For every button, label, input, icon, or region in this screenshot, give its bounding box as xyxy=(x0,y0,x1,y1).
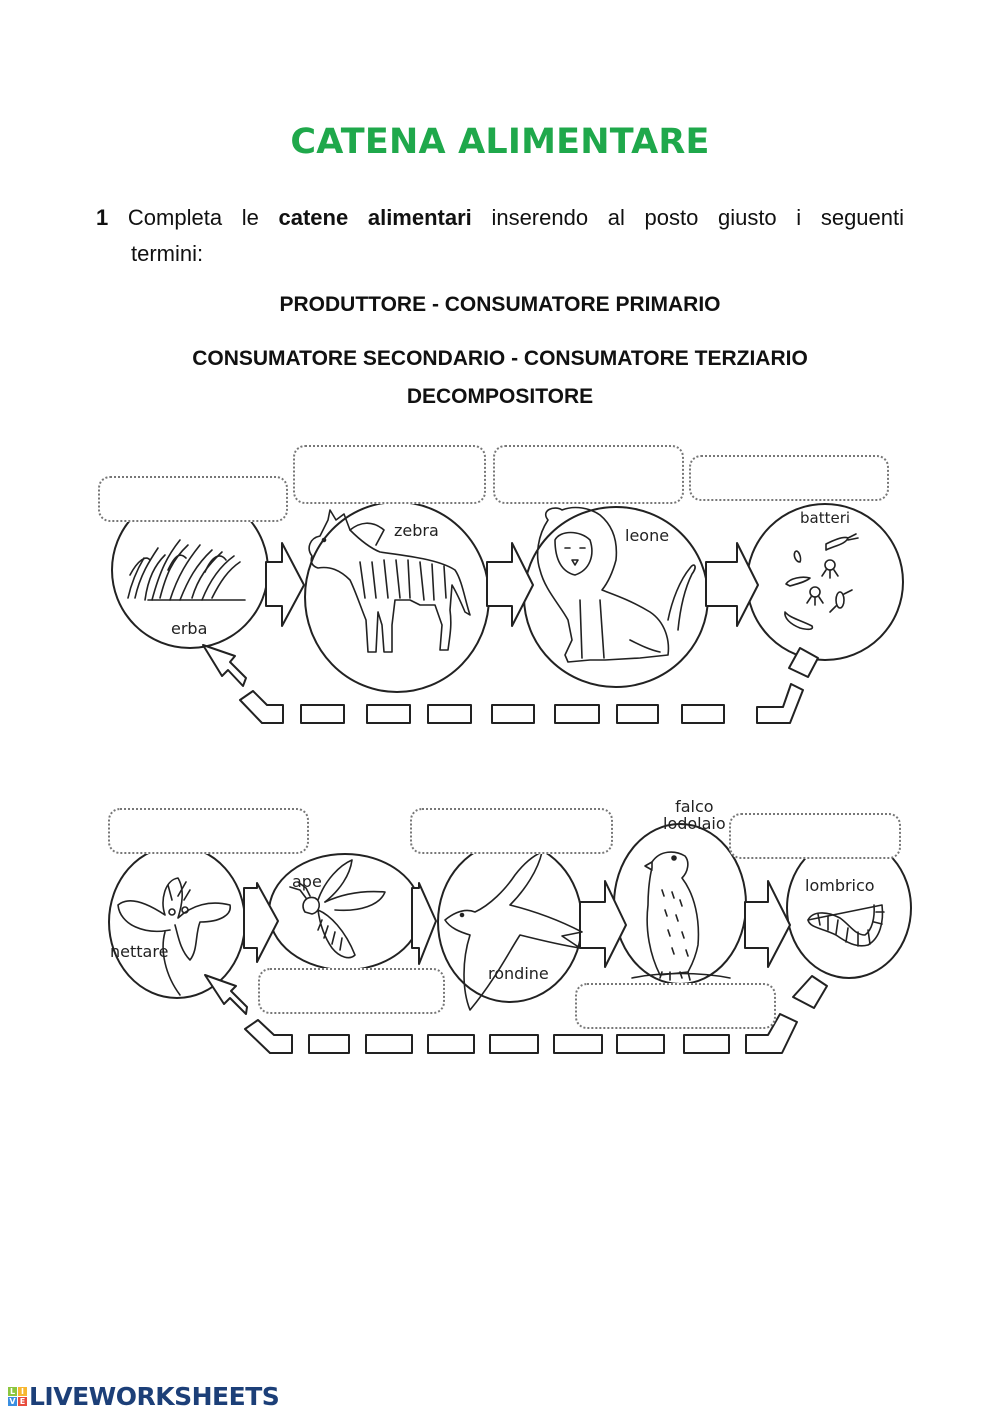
return-arrow-icon xyxy=(202,644,247,687)
return-path-segment xyxy=(244,1019,293,1054)
logo-text: LIVEWORKSHEETS xyxy=(29,1382,280,1411)
logo-letter-l: L xyxy=(8,1387,17,1396)
return-path-segment xyxy=(427,1034,475,1054)
answer-box-batteri[interactable] xyxy=(689,455,889,501)
flower-circle xyxy=(108,845,246,999)
organism-label-zebra: zebra xyxy=(394,521,439,540)
return-path-segment xyxy=(756,683,804,724)
zebra-icon xyxy=(308,509,471,653)
arrow-icon xyxy=(243,882,279,963)
instruction-line1: 1 Completa le catene alimentari inserend… xyxy=(96,200,904,236)
arrow-icon xyxy=(486,542,534,627)
return-path-segment xyxy=(366,704,411,724)
answer-box-leone[interactable] xyxy=(493,445,684,504)
page-title: CATENA ALIMENTARE xyxy=(290,122,710,162)
bee-icon xyxy=(289,859,386,959)
return-path-segment xyxy=(788,647,819,678)
bacteria-icon xyxy=(784,533,859,631)
answer-box-falco[interactable] xyxy=(575,983,776,1029)
return-path-segment xyxy=(745,1013,798,1054)
return-path-segment xyxy=(300,704,345,724)
answer-box-rondine[interactable] xyxy=(410,808,613,854)
liveworksheets-logo[interactable]: L I V E LIVEWORKSHEETS xyxy=(8,1382,280,1411)
answer-box-lombrico[interactable] xyxy=(729,813,901,859)
exercise-number: 1 xyxy=(96,205,109,230)
grass-icon xyxy=(127,539,246,601)
organism-label-batteri: batteri xyxy=(800,509,851,527)
instruction-text-after: inserendo al posto giusto i seguenti xyxy=(491,205,905,230)
return-path-segment xyxy=(365,1034,413,1054)
return-path-segment xyxy=(308,1034,350,1054)
terms-line3: DECOMPOSITORE xyxy=(406,385,594,408)
logo-letter-i: I xyxy=(18,1387,27,1396)
return-arrow-icon xyxy=(204,974,248,1015)
organism-label-falco: falco lodolaio xyxy=(663,798,726,832)
bacteria-circle xyxy=(746,503,904,661)
falcon-circle xyxy=(613,823,747,985)
return-path-segment xyxy=(616,1034,665,1054)
return-path-segment xyxy=(427,704,472,724)
falco-label-line1: falco xyxy=(675,797,714,816)
instruction-line2: termini: xyxy=(131,241,204,266)
return-path-segment xyxy=(792,975,828,1009)
flower-icon xyxy=(117,877,231,996)
arrow-icon xyxy=(579,880,627,968)
lion-icon xyxy=(536,506,696,663)
return-path-segment xyxy=(489,1034,539,1054)
answer-box-ape[interactable] xyxy=(258,968,445,1014)
return-path-segment xyxy=(554,704,600,724)
instruction-bold: catene alimentari xyxy=(278,205,472,230)
answer-box-zebra[interactable] xyxy=(293,445,486,504)
organism-label-ape: ape xyxy=(292,872,322,891)
arrow-icon xyxy=(265,542,305,627)
answer-box-nettare[interactable] xyxy=(108,808,309,854)
return-path-segment xyxy=(681,704,725,724)
organism-label-lombrico: lombrico xyxy=(805,876,875,895)
falco-label-line2: lodolaio xyxy=(663,814,726,833)
organism-label-leone: leone xyxy=(625,526,670,545)
return-path-segment xyxy=(491,704,535,724)
falcon-icon xyxy=(631,851,731,981)
return-path-segment xyxy=(553,1034,603,1054)
swallow-icon xyxy=(444,851,583,1011)
organism-label-nettare: nettare xyxy=(110,942,169,961)
arrow-icon xyxy=(411,882,437,965)
terms-line1: PRODUTTORE - CONSUMATORE PRIMARIO xyxy=(279,293,721,316)
logo-letter-v: V xyxy=(8,1397,17,1406)
organism-label-rondine: rondine xyxy=(488,964,549,983)
organism-label-erba: erba xyxy=(171,619,208,638)
answer-box-erba[interactable] xyxy=(98,476,288,522)
terms-line2: CONSUMATORE SECONDARIO - CONSUMATORE TER… xyxy=(192,347,808,370)
logo-icon: L I V E xyxy=(8,1387,27,1406)
logo-letter-e: E xyxy=(18,1397,27,1406)
instruction-text-before: Completa le xyxy=(127,205,259,230)
earthworm-circle xyxy=(786,837,912,979)
return-path-segment xyxy=(616,704,659,724)
earthworm-icon xyxy=(807,904,885,947)
return-path-segment xyxy=(239,690,284,724)
arrow-icon xyxy=(744,880,791,968)
arrow-icon xyxy=(705,542,759,627)
return-path-segment xyxy=(683,1034,730,1054)
